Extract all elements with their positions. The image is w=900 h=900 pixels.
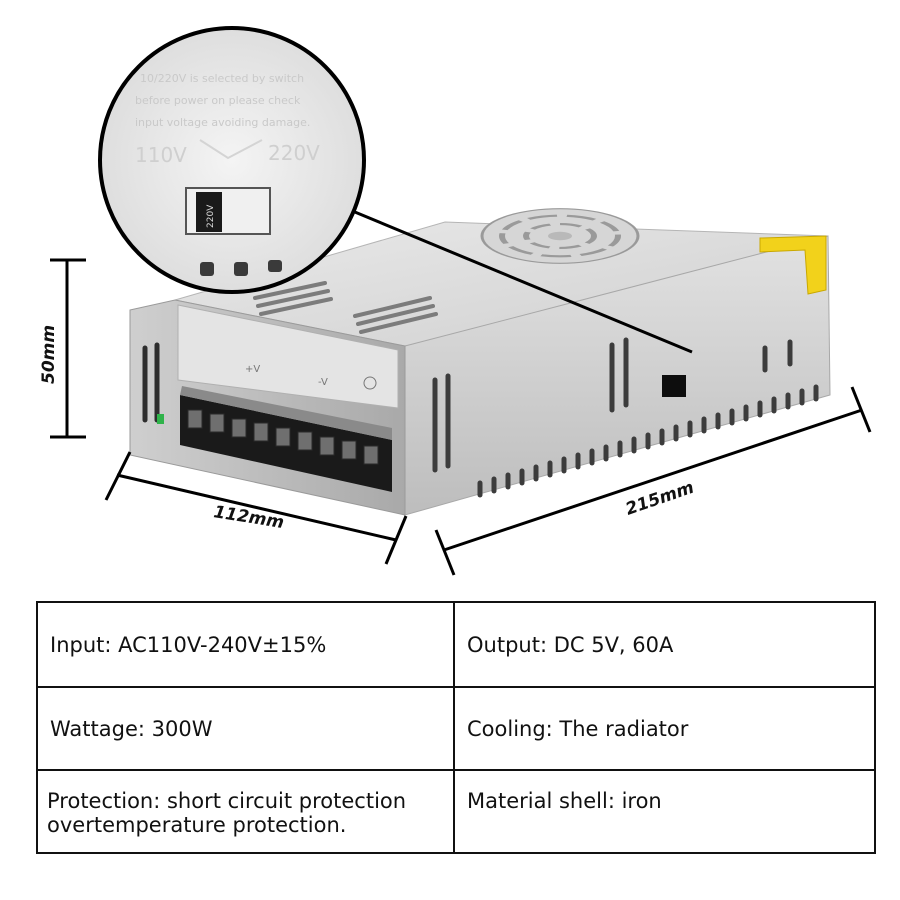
status-led [157,414,164,424]
callout-leader-line [349,208,693,354]
width-dimension-line [104,451,408,565]
length-dimension-label: 215mm [623,478,697,520]
terminal-block [180,386,392,492]
spec-row-2: Wattage: 300W Cooling: The radiator [36,686,876,771]
callout-switch-knob [196,192,222,232]
callout-notice-line2: before power on please check [135,94,301,107]
callout-voltage-110: 110V [135,143,187,167]
length-dimension-line [434,386,872,576]
front-vent-slots [142,342,160,423]
spec-row-1: Input: AC110V-240V±15% Output: DC 5V, 60… [36,601,876,688]
spec-protection-line1: Protection: short circuit protection [47,789,407,813]
width-dimension-label: 112mm [212,502,285,533]
spec-protection-line2: overtemperature protection. [47,813,347,837]
callout-magnifier: 10/220V is selected by switch before pow… [98,26,366,294]
callout-notice-line3: input voltage avoiding damage. [135,116,310,129]
spec-output: Output: DC 5V, 60A [453,601,876,688]
terminal-label-minus: -V [318,377,328,388]
top-vent-slots [253,281,438,334]
height-dimension-line [50,258,86,439]
warning-label [759,235,827,295]
power-supply-illustration: +V -V 10/220V is selected by switch befo… [39,26,872,576]
spec-cooling: Cooling: The radiator [453,686,876,771]
fan-grill [480,208,640,264]
spec-wattage: Wattage: 300W [36,686,455,771]
spec-protection: Protection: short circuit protection ove… [36,769,455,854]
spec-row-3: Protection: short circuit protection ove… [36,769,876,854]
callout-switch-label: 220V [206,204,216,228]
side-vent-slots [432,337,819,498]
callout-arrow-icon [199,139,263,160]
spec-table: Input: AC110V-240V±15% Output: DC 5V, 60… [36,601,876,854]
shell-front-inner [177,304,399,409]
callout-voltage-220: 220V [268,141,320,165]
voltage-switch [662,375,686,397]
spec-input: Input: AC110V-240V±15% [36,601,455,688]
terminal-label-plus: +V [245,364,260,375]
height-dimension-label: 50mm [39,325,59,384]
ground-symbol [363,376,377,390]
callout-notice-line1: 10/220V is selected by switch [140,72,304,85]
spec-material: Material shell: iron [453,769,876,854]
